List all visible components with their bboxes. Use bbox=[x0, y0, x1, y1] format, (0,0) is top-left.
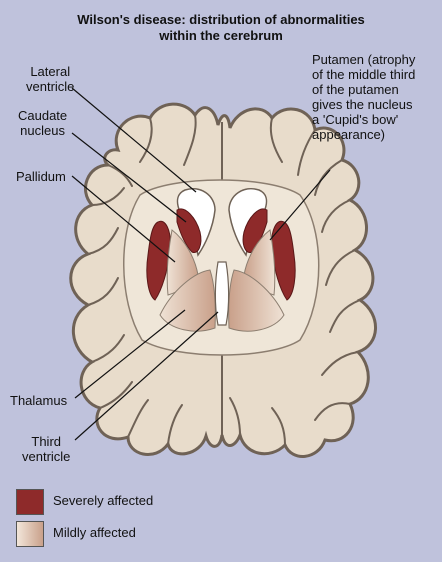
legend-label-mild: Mildly affected bbox=[53, 525, 136, 540]
leader-lines bbox=[71, 87, 331, 441]
label-lateral-ventricle: Lateral ventricle bbox=[26, 64, 74, 94]
label-third-ventricle-line1: Third bbox=[31, 434, 62, 449]
legend-swatch-severe bbox=[16, 489, 44, 515]
label-putamen-line2: of the middle third bbox=[312, 67, 416, 82]
third-ventricle bbox=[214, 261, 230, 326]
legend-label-severe: Severely affected bbox=[53, 493, 154, 508]
label-putamen-line3: of the putamen bbox=[312, 82, 399, 97]
label-caudate-line1: Caudate bbox=[18, 108, 68, 123]
label-putamen: Putamen (atrophy of the middle third of … bbox=[312, 52, 415, 142]
label-lateral-ventricle-line2: ventricle bbox=[26, 79, 75, 94]
label-putamen-line1: Putamen (atrophy bbox=[312, 52, 416, 67]
right-caudate bbox=[242, 208, 268, 254]
label-caudate-nucleus: Caudate nucleus bbox=[18, 108, 67, 138]
title-line-2: within the cerebrum bbox=[159, 28, 283, 43]
label-pallidum: Pallidum bbox=[16, 169, 66, 184]
label-third-ventricle: Third ventricle bbox=[22, 434, 70, 464]
label-thalamus: Thalamus bbox=[10, 393, 68, 408]
right-putamen bbox=[271, 220, 296, 301]
label-third-ventricle-line2: ventricle bbox=[22, 449, 71, 464]
label-lateral-ventricle-line1: Lateral bbox=[30, 64, 71, 79]
legend-swatch-mild bbox=[16, 521, 44, 547]
label-putamen-line4: gives the nucleus bbox=[312, 97, 413, 112]
title-line-1: Wilson's disease: distribution of abnorm… bbox=[77, 12, 365, 27]
label-putamen-line5: a 'Cupid's bow' bbox=[312, 112, 399, 127]
sulci bbox=[87, 114, 361, 446]
label-caudate-line2: nucleus bbox=[20, 123, 65, 138]
label-putamen-line6: appearance) bbox=[312, 127, 385, 142]
diagram-title: Wilson's disease: distribution of abnorm… bbox=[0, 12, 442, 44]
